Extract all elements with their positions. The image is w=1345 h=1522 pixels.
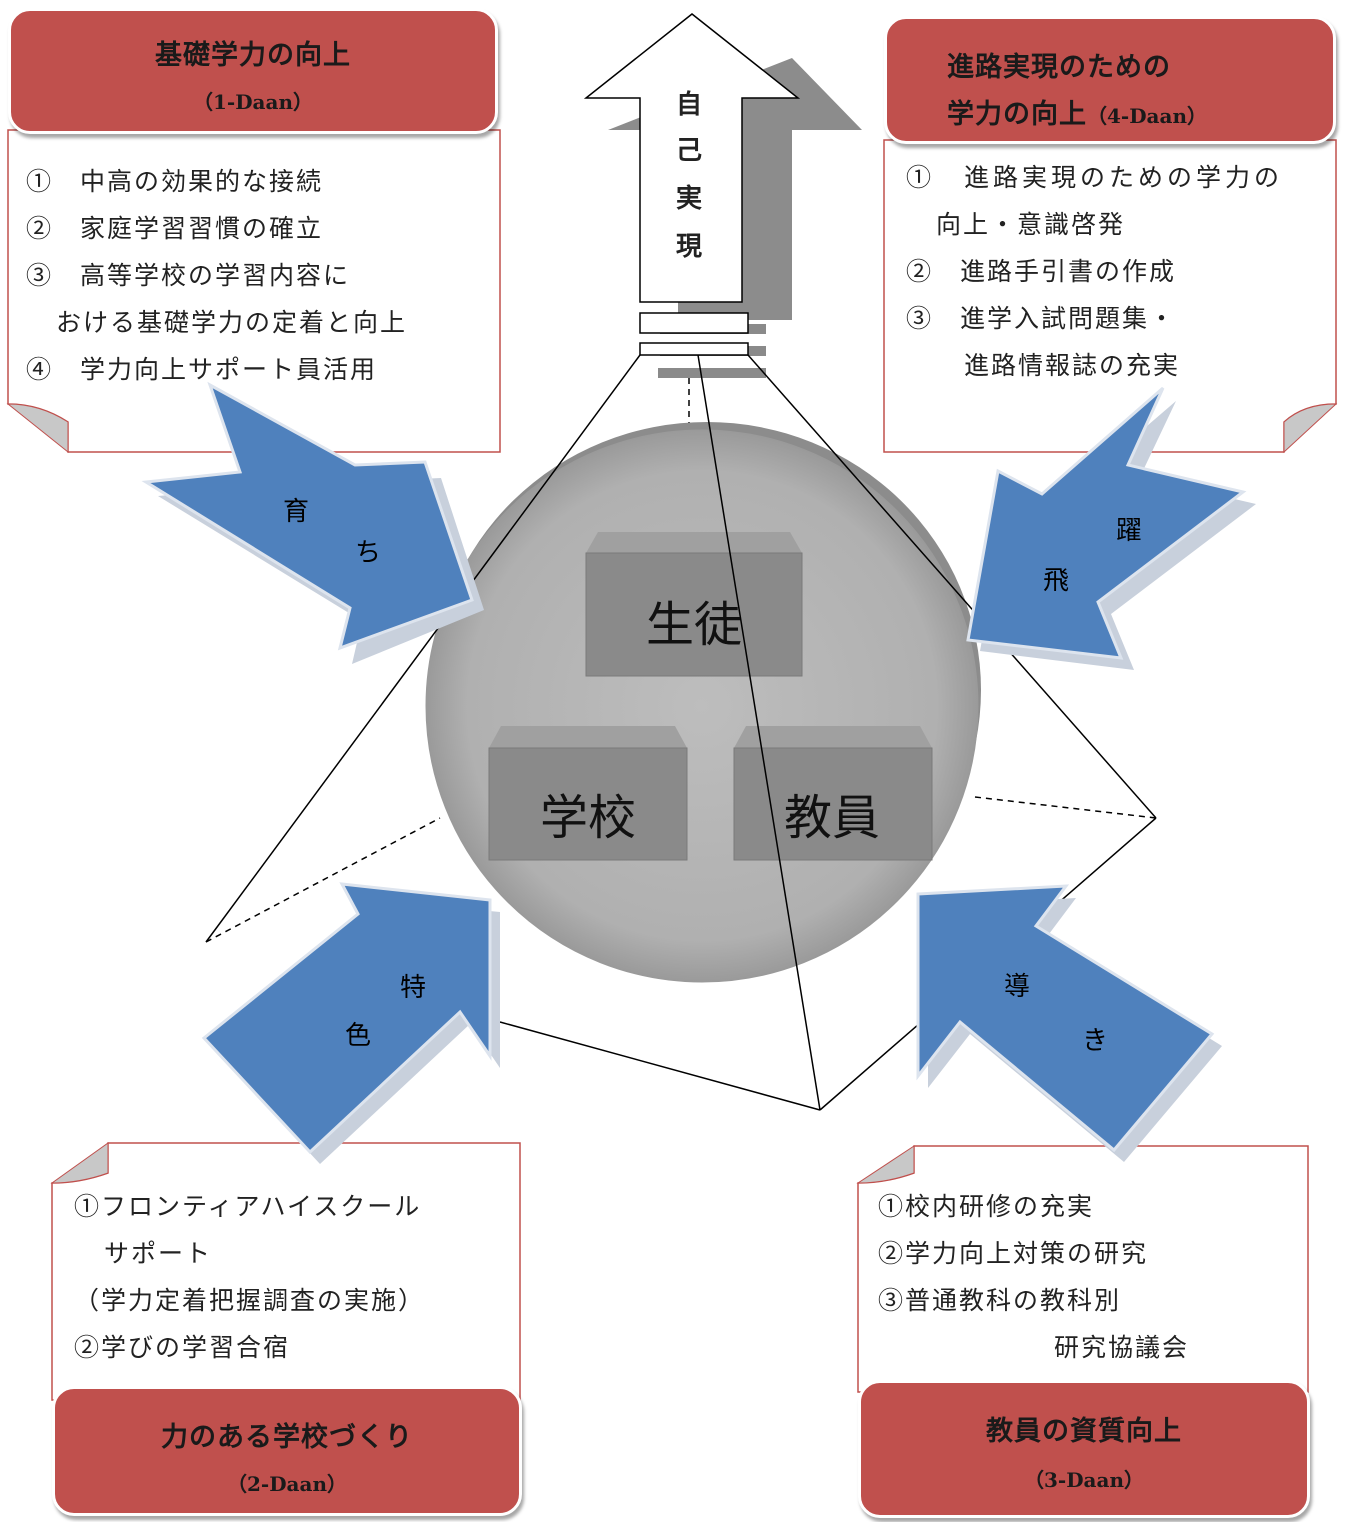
arrow-top-char-3: 実 — [676, 184, 703, 214]
self-actualization-arrow — [583, 13, 862, 378]
note-tr-item-2: ② 進路手引書の作成 — [906, 257, 1177, 286]
subtitle-3-daan: （3-Daan） — [1023, 1468, 1145, 1492]
note-br-item-3b: 研究協議会 — [1054, 1333, 1190, 1362]
title-basic-ability: 基礎学力の向上 — [155, 40, 351, 71]
title-box-teacher: 教員の資質向上 （3-Daan） — [858, 1380, 1310, 1518]
title-teacher: 教員の資質向上 — [986, 1416, 1182, 1447]
note-br-item-3: ③普通教科の教科別 — [878, 1286, 1122, 1315]
cube-label-students: 生徒 — [645, 597, 742, 653]
cube-top — [585, 532, 803, 677]
subtitle-4-daan: （4-Daan） — [1087, 104, 1208, 128]
note-tl-list: ① 中高の効果的な接続 ② 家庭学習習慣の確立 ③ 高等学校の学習内容に おける… — [26, 158, 407, 393]
note-br-list: ①校内研修の充実 ②学力向上対策の研究 ③普通教科の教科別 研究協議会 — [878, 1183, 1189, 1371]
title-career-line1: 進路実現のための — [947, 52, 1171, 83]
title-school: 力のある学校づくり — [161, 1422, 413, 1453]
arrow-top-char-1: 自 — [676, 90, 703, 120]
arrow-br — [916, 884, 1222, 1162]
note-tl-item-3: ③ 高等学校の学習内容に — [26, 261, 351, 290]
arrow-tl-label-1: 育 — [283, 497, 310, 527]
arrow-tr-label-2: 飛 — [1043, 566, 1070, 596]
arrow-tl-label-2: ち — [355, 538, 382, 568]
arrow-bl-label-2: 色 — [345, 1021, 372, 1051]
title-career-line2: 学力の向上 — [947, 99, 1087, 130]
cube-label-teachers: 教員 — [783, 790, 880, 846]
note-br-item-1: ①校内研修の充実 — [878, 1192, 1095, 1221]
subtitle-2-daan: （2-Daan） — [226, 1472, 348, 1496]
title-box-school: 力のある学校づくり （2-Daan） — [52, 1386, 522, 1516]
pyramid-hidden-edges — [205, 378, 1157, 943]
note-tl-item-2: ② 家庭学習習慣の確立 — [26, 214, 324, 243]
note-box-tl — [6, 129, 501, 454]
note-tr-item-3: ③ 進学入試問題集・ — [906, 304, 1177, 333]
pyramid-edges — [205, 354, 1157, 1111]
arrow-top-char-4: 現 — [676, 232, 703, 262]
note-bl-item-1c: （学力定着把握調査の実施） — [74, 1286, 426, 1315]
note-tl-item-3b: おける基礎学力の定着と向上 — [56, 308, 408, 337]
note-box-bl — [50, 1142, 521, 1401]
subtitle-1-daan: （1-Daan） — [192, 90, 314, 114]
title-box-basic-ability: 基礎学力の向上 （1-Daan） — [8, 8, 498, 134]
center-disc — [425, 422, 981, 983]
arrow-tr-label-1: 躍 — [1116, 516, 1143, 546]
note-tr-item-1b: 向上・意識啓発 — [936, 210, 1126, 239]
note-br-item-2: ②学力向上対策の研究 — [878, 1239, 1149, 1268]
cube-right — [733, 726, 933, 861]
note-bl-item-2: ②学びの学習合宿 — [74, 1333, 291, 1362]
note-tr-item-1: ① 進路実現のための学力の — [906, 163, 1284, 192]
arrow-br-label-1: 導 — [1004, 972, 1031, 1002]
note-box-tr — [883, 139, 1338, 454]
note-tr-list: ① 進路実現のための学力の 向上・意識啓発 ② 進路手引書の作成 ③ 進学入試問… — [906, 154, 1283, 389]
note-tl-item-4: ④ 学力向上サポート員活用 — [26, 355, 378, 384]
note-tl-item-1: ① 中高の効果的な接続 — [26, 167, 324, 196]
arrow-tr — [966, 386, 1256, 670]
cube-label-school: 学校 — [539, 790, 636, 846]
arrow-top-char-2: 己 — [676, 136, 703, 166]
note-tr-item-3b: 進路情報誌の充実 — [964, 351, 1181, 380]
arrow-bl-label-1: 特 — [400, 973, 427, 1003]
note-bl-list: ①フロンティアハイスクール サポート （学力定着把握調査の実施） ②学びの学習合… — [74, 1183, 425, 1371]
cube-left — [488, 726, 688, 861]
arrow-br-label-2: き — [1082, 1026, 1109, 1056]
note-bl-item-1: ①フロンティアハイスクール — [74, 1192, 422, 1221]
note-bl-item-1b: サポート — [104, 1239, 213, 1268]
arrow-bl — [201, 882, 500, 1164]
title-box-career-ability: 進路実現のための 学力の向上（4-Daan） — [884, 16, 1336, 144]
arrow-tl — [141, 381, 484, 664]
